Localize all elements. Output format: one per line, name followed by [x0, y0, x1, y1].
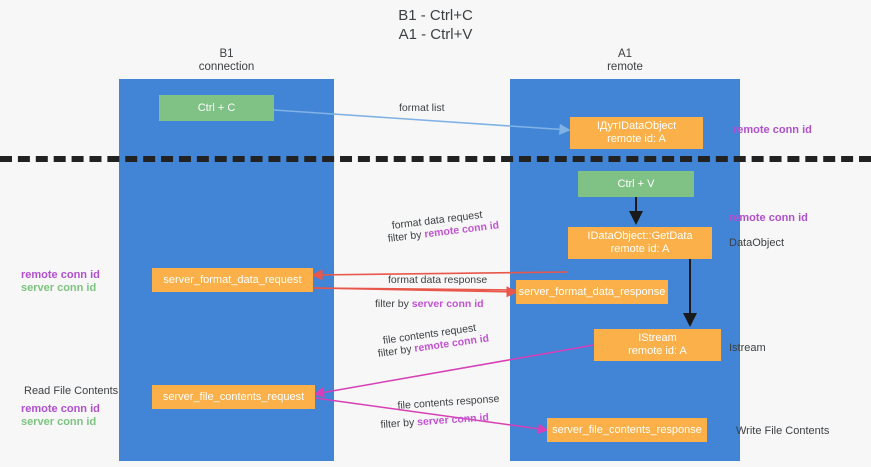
- filter-prefix: filter by: [375, 298, 412, 310]
- annotation-right-istream: Istream: [729, 342, 766, 354]
- node-ctrl-c[interactable]: Ctrl + C: [159, 95, 274, 121]
- filter-prefix: filter by: [377, 342, 416, 360]
- edge-label-format-list: format list: [399, 102, 445, 114]
- diagram-title: B1 - Ctrl+C A1 - Ctrl+V: [398, 7, 473, 43]
- node-server-format-data-request[interactable]: server_format_data_request: [152, 268, 313, 292]
- annotation-left-read-file-contents: Read File Contents: [24, 385, 119, 397]
- filter-prefix: filter by: [380, 416, 418, 431]
- column-header-a1: A1 remote: [607, 48, 643, 73]
- annotation-right-write-file-contents: Write File Contents: [736, 425, 830, 437]
- node-istream[interactable]: IStream remote id: A: [594, 329, 721, 361]
- edge-label-format-data-response-filter: filter by server conn id: [375, 297, 484, 312]
- annotation-left-remote-conn-id-mid: remote conn id: [21, 269, 100, 281]
- node-idataobject[interactable]: IДутIDataObject remote id: A: [570, 117, 703, 149]
- phase-separator: [0, 156, 871, 162]
- node-server-file-contents-response[interactable]: server_file_contents_response: [547, 418, 707, 442]
- annotation-left-server-conn-id-bottom: server conn id: [21, 416, 97, 428]
- annotation-right-remote-conn-id-top: remote conn id: [733, 124, 812, 136]
- annotation-left-remote-conn-id-bottom: remote conn id: [21, 403, 100, 415]
- arrow-format-data-response-left: [312, 287, 517, 291]
- node-server-format-data-response[interactable]: server_format_data_response: [516, 280, 668, 304]
- arrow-format-data-response: [312, 286, 518, 298]
- annotation-right-dataobject: DataObject: [729, 237, 785, 249]
- node-server-file-contents-request[interactable]: server_file_contents_request: [152, 385, 315, 409]
- node-ctrl-v[interactable]: Ctrl + V: [578, 171, 694, 197]
- filter-prefix: filter by: [387, 228, 426, 245]
- edge-label-file-contents-response-filter: filter by server conn id: [380, 410, 489, 433]
- filter-key-server-conn-id: server conn id: [416, 411, 490, 429]
- annotation-left-server-conn-id-mid: server conn id: [21, 282, 97, 294]
- column-header-b1: B1 connection: [198, 48, 255, 73]
- annotation-right-remote-conn-id-mid: remote conn id: [729, 212, 808, 224]
- edge-label-format-data-response: format data response: [388, 274, 488, 286]
- node-idataobject-getdata[interactable]: IDataObject::GetData remote id: A: [568, 227, 712, 259]
- filter-key-server-conn-id: server conn id: [411, 298, 484, 310]
